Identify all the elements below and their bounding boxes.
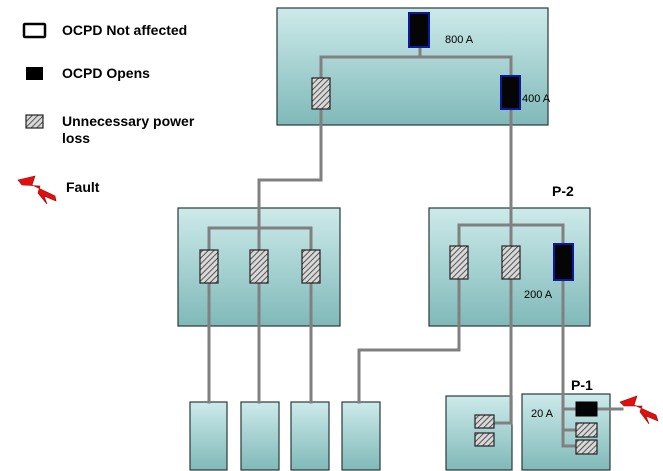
legend-opens-label: OCPD Opens xyxy=(62,65,150,81)
branch-breaker-left-3 xyxy=(301,249,321,284)
main-breaker-rating: 800 A xyxy=(445,34,474,46)
unnecessary-power-loss-icon xyxy=(25,114,44,129)
fault-lightning-icon-p1 xyxy=(619,395,659,425)
legend-fault-label: Fault xyxy=(66,179,100,195)
ocpd-opens-icon xyxy=(26,67,43,80)
legend-not-affected-label: OCPD Not affected xyxy=(62,22,187,38)
feeder-breaker-unnecessary-loss xyxy=(311,77,331,110)
legend: OCPD Not affected OCPD Opens Unnecessary… xyxy=(17,22,195,205)
branch-breaker-left-2 xyxy=(249,249,269,284)
load-box-3 xyxy=(290,401,330,471)
p1-breaker-3 xyxy=(575,439,598,455)
feeder-breaker-rating: 400 A xyxy=(522,93,551,105)
wiring xyxy=(207,46,624,448)
load-box-4 xyxy=(341,401,381,471)
load-box-2 xyxy=(240,401,280,471)
ocpd-not-affected-icon xyxy=(22,22,47,39)
panel-p2-label: P-2 xyxy=(552,183,574,199)
p2-breaker-rating: 200 A xyxy=(524,289,553,301)
branch-breaker-left-1 xyxy=(199,249,219,284)
legend-unnecessary-label-line1: Unnecessary power xyxy=(62,113,195,129)
load-panel-5-breaker-2 xyxy=(474,432,495,447)
p1-breaker-rating: 20 A xyxy=(531,408,554,420)
load-panel-5-breaker-1 xyxy=(474,414,495,429)
p2-branch-breaker-1 xyxy=(449,245,469,280)
load-box-1 xyxy=(189,401,228,471)
feeder-breaker-400a-open xyxy=(500,75,521,110)
fault-lightning-icon xyxy=(17,175,57,205)
p2-branch-breaker-2 xyxy=(501,245,521,280)
p1-breaker-20a-open xyxy=(575,401,598,417)
panel-p1-label: P-1 xyxy=(571,377,593,393)
p2-breaker-200a-open xyxy=(553,243,574,281)
p1-breaker-2 xyxy=(575,422,598,438)
legend-unnecessary-label-line2: loss xyxy=(62,130,90,146)
main-breaker-open xyxy=(408,12,430,48)
